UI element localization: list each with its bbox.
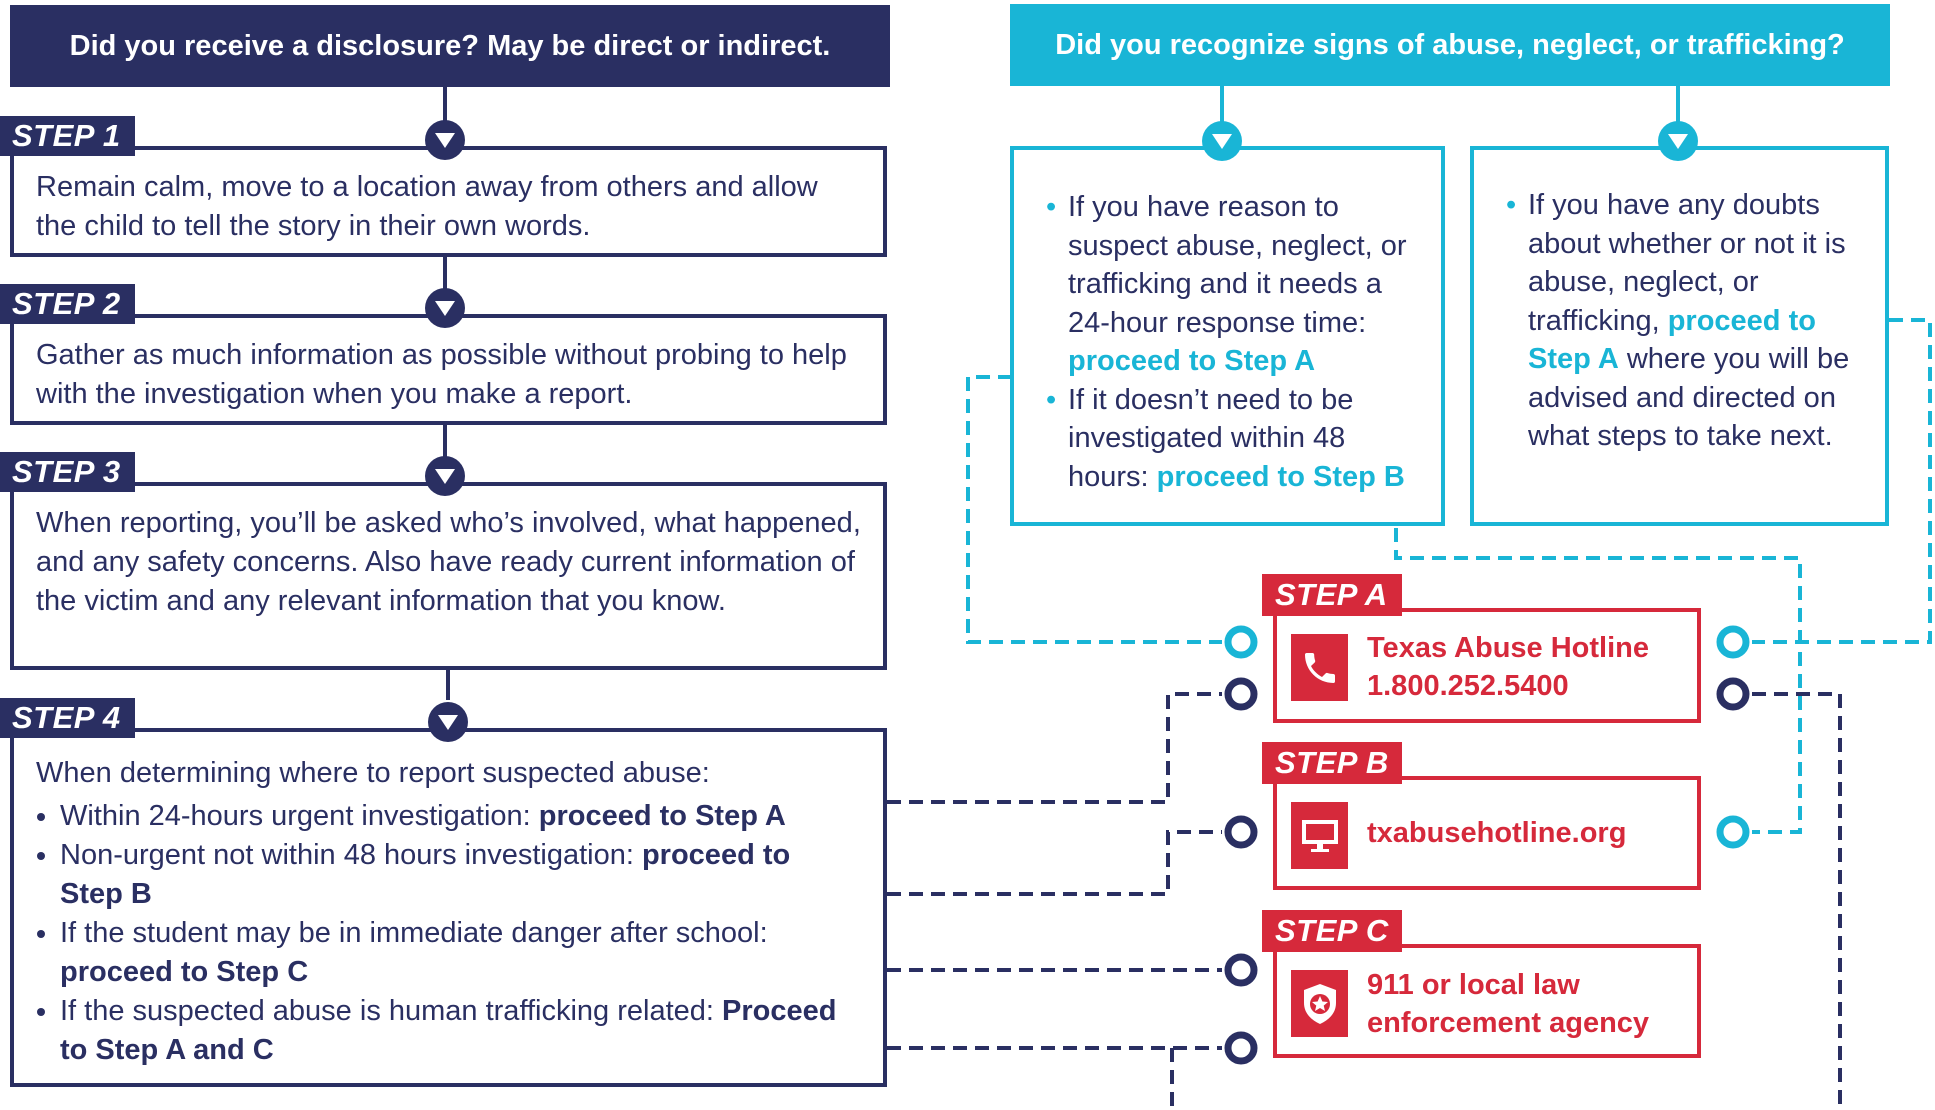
step-c-box: 911 or local law enforcement agency: [1273, 944, 1701, 1058]
step-3-tag: STEP 3: [0, 452, 135, 492]
step-c-tag: STEP C: [1262, 910, 1402, 952]
signs-left-box: If you have reason to suspect abuse, neg…: [1010, 146, 1445, 526]
list-item: Non-urgent not within 48 hours investiga…: [60, 836, 861, 914]
step-b-tag: STEP B: [1262, 742, 1402, 784]
step-2-tag: STEP 2: [0, 284, 135, 324]
step-link: proceed to Step A: [1528, 304, 1816, 376]
step-1-tag: STEP 1: [0, 116, 135, 156]
phone-icon: [1291, 634, 1348, 701]
step-link: proceed to Step B: [1156, 460, 1405, 493]
list-item: If the suspected abuse is human traffick…: [60, 992, 861, 1070]
step-b-box: txabusehotline.org: [1273, 776, 1701, 890]
connector-node: [1716, 815, 1750, 849]
hotline-number[interactable]: 1.800.252.5400: [1367, 670, 1569, 702]
emergency-line1: 911 or local law: [1367, 969, 1580, 1001]
step-link: proceed to Step A: [538, 800, 786, 832]
disclosure-header: Did you receive a disclosure? May be dir…: [10, 5, 890, 87]
connector-node: [1224, 815, 1258, 849]
connector-node: [1716, 677, 1750, 711]
signs-right-box: If you have any doubts about whether or …: [1470, 146, 1889, 526]
step-link: proceed to Step C: [60, 956, 309, 988]
step-4-list: Within 24-hours urgent investigation: pr…: [36, 797, 861, 1070]
connector-node: [1716, 625, 1750, 659]
connector-node: [1224, 953, 1258, 987]
police-badge-icon: [1291, 970, 1348, 1037]
down-arrow-icon: [425, 288, 465, 328]
step-link: proceed to Step B: [60, 839, 791, 910]
step-4-box: When determining where to report suspect…: [10, 728, 887, 1087]
step-1-box: Remain calm, move to a location away fro…: [10, 146, 887, 257]
connector-node: [1224, 677, 1258, 711]
step-a-tag: STEP A: [1262, 574, 1402, 616]
step-3-box: When reporting, you’ll be asked who’s in…: [10, 482, 887, 670]
step-link: Proceed to Step A and C: [60, 995, 837, 1066]
signs-header: Did you recognize signs of abuse, neglec…: [1010, 4, 1890, 86]
step-a-box: Texas Abuse Hotline 1.800.252.5400: [1273, 608, 1701, 723]
list-item: If you have reason to suspect abuse, neg…: [1046, 188, 1421, 381]
list-item: If it doesn’t need to be investigated wi…: [1046, 381, 1421, 497]
step-3-text: When reporting, you’ll be asked who’s in…: [36, 507, 861, 617]
down-arrow-icon: [425, 456, 465, 496]
list-item: If the student may be in immediate dange…: [60, 914, 861, 992]
monitor-icon: [1291, 802, 1348, 869]
step-1-text: Remain calm, move to a location away fro…: [36, 171, 818, 242]
list-item: If you have any doubts about whether or …: [1506, 186, 1865, 456]
website-link[interactable]: txabusehotline.org: [1367, 817, 1627, 849]
step-2-box: Gather as much information as possible w…: [10, 314, 887, 425]
down-arrow-icon: [1202, 121, 1242, 161]
step-4-tag: STEP 4: [0, 698, 135, 738]
hotline-name: Texas Abuse Hotline: [1367, 632, 1650, 664]
down-arrow-icon: [425, 120, 465, 160]
step-link: proceed to Step A: [1068, 345, 1316, 377]
emergency-line2: enforcement agency: [1367, 1007, 1650, 1039]
down-arrow-icon: [1658, 121, 1698, 161]
connector-node: [1224, 1031, 1258, 1065]
step-4-intro: When determining where to report suspect…: [36, 757, 710, 789]
connector-node: [1224, 625, 1258, 659]
down-arrow-icon: [428, 702, 468, 742]
list-item: Within 24-hours urgent investigation: pr…: [60, 797, 861, 836]
step-2-text: Gather as much information as possible w…: [36, 339, 847, 410]
